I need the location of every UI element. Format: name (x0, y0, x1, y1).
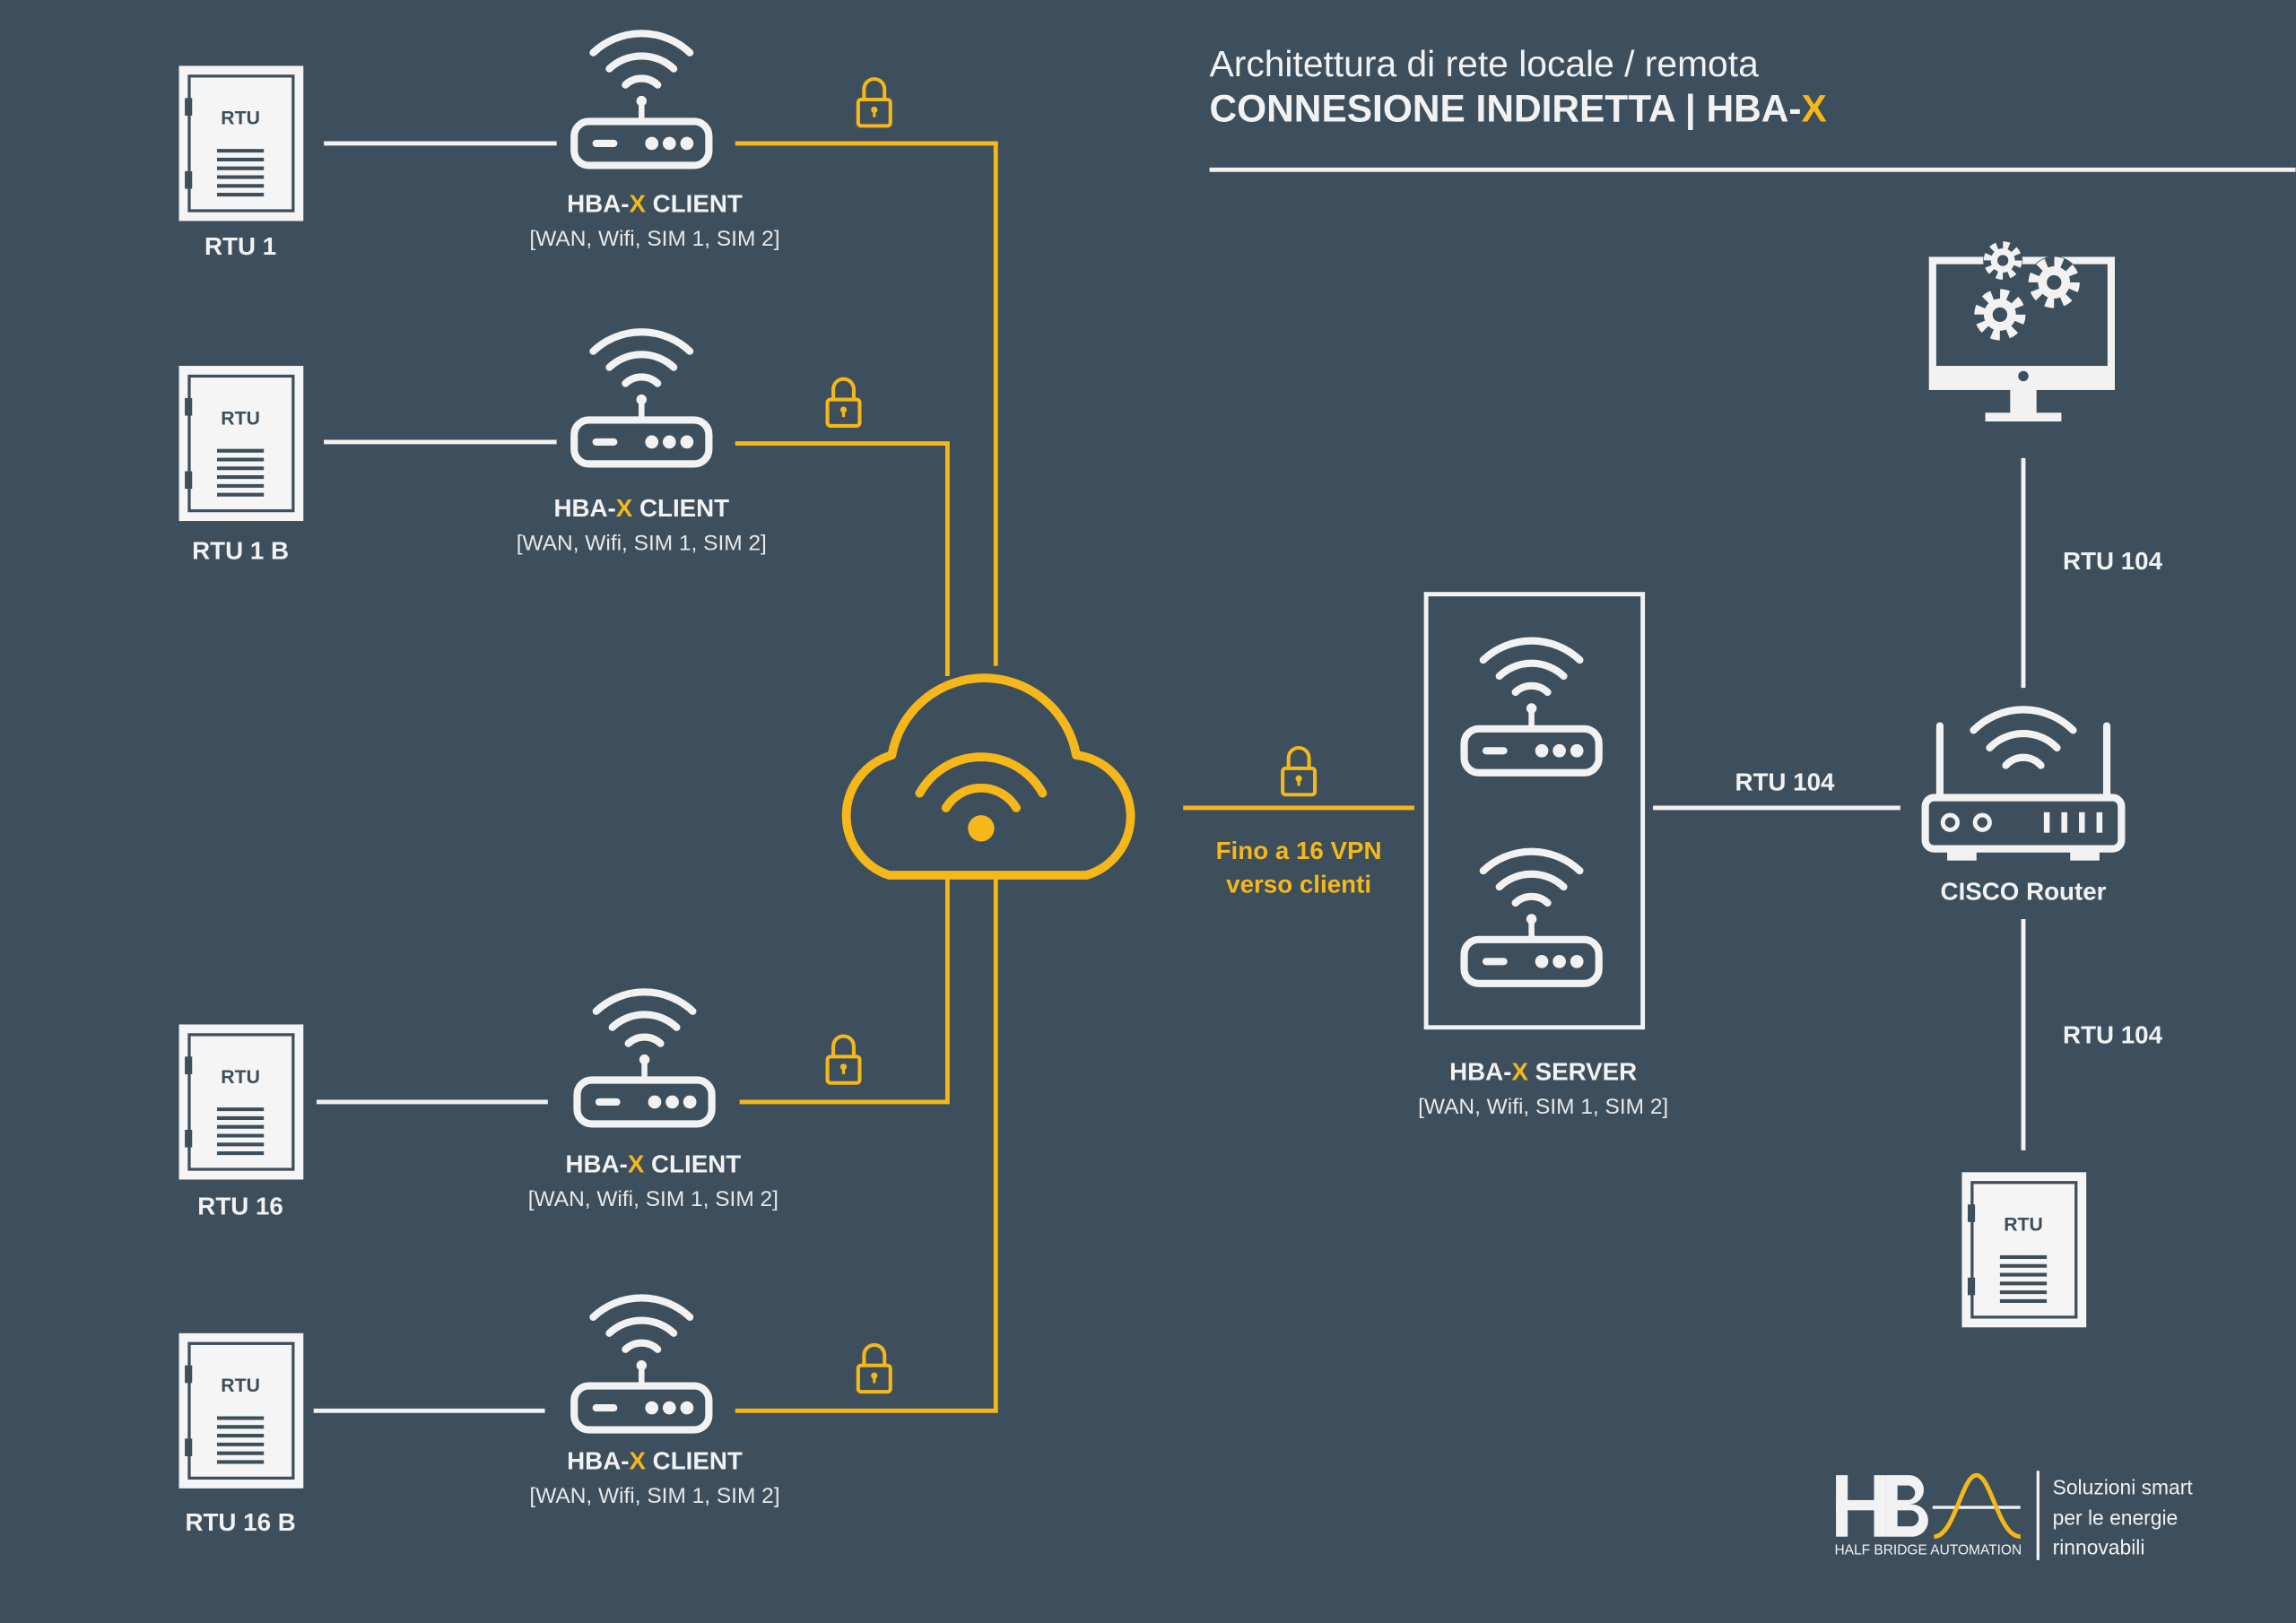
rtu-label: RTU 16 (197, 1193, 283, 1220)
logo-tagline-3: rinnovabili (2053, 1535, 2145, 1558)
client-interfaces: [WAN, Wifi, SIM 1, SIM 2] (529, 227, 779, 251)
client-label: HBA-X CLIENT (566, 1150, 742, 1177)
lock-icon (858, 79, 891, 126)
link-label-router-rtu: RTU 104 (2063, 1021, 2163, 1049)
hba-x-server[interactable]: HBA-X SERVER [WAN, Wifi, SIM 1, SIM 2] (1418, 592, 1668, 1119)
router-icon (1465, 852, 1599, 984)
client-interfaces: [WAN, Wifi, SIM 1, SIM 2] (517, 532, 767, 556)
client-label: HBA-X CLIENT (567, 190, 743, 218)
rtu-tag: RTU (221, 1067, 260, 1088)
vpn-link-client-4 (735, 874, 998, 1413)
hba-logo: HALF BRIDGE AUTOMATION Soluzioni smart p… (1834, 1471, 2193, 1560)
logo-tagline-2: per le energie (2053, 1506, 2179, 1530)
server-interfaces: [WAN, Wifi, SIM 1, SIM 2] (1418, 1095, 1668, 1119)
lock-icon (828, 379, 860, 426)
gear-icon (1983, 240, 2022, 280)
rtu-tag: RTU (221, 108, 260, 129)
hba-x-client-1[interactable]: HBA-X CLIENT [WAN, Wifi, SIM 1, SIM 2] (529, 33, 780, 251)
rtu-cabinet-icon (179, 366, 304, 521)
rtu-16[interactable]: RTU RTU 16 (179, 1024, 304, 1220)
lock-icon (1283, 748, 1315, 794)
rtu-1b[interactable]: RTU RTU 1 B (179, 366, 304, 564)
cloud-icon (841, 673, 1135, 880)
hba-x-client-3[interactable]: HBA-X CLIENT [WAN, Wifi, SIM 1, SIM 2] (528, 992, 778, 1211)
hba-x-client-4[interactable]: HBA-X CLIENT [WAN, Wifi, SIM 1, SIM 2] (529, 1298, 780, 1508)
vpn-note-line2: verso clienti (1226, 871, 1371, 898)
rtu-tag: RTU (2004, 1215, 2043, 1236)
header-title-accent: X (1802, 87, 1827, 129)
rtu-label: RTU 1 B (192, 536, 289, 564)
scada-workstation-icon[interactable] (1928, 240, 2116, 422)
logo-name: HALF BRIDGE AUTOMATION (1834, 1542, 2022, 1558)
logo-tagline-1: Soluzioni smart (2053, 1475, 2194, 1498)
cisco-router-label: CISCO Router (1941, 878, 2107, 906)
client-interfaces: [WAN, Wifi, SIM 1, SIM 2] (528, 1187, 778, 1211)
link-label-router-scada: RTU 104 (2063, 547, 2163, 575)
header-title: CONNESIONE INDIRETTA | HBA-X (1210, 87, 1827, 130)
router-icon (574, 1298, 709, 1429)
vpn-link-client-3 (739, 874, 950, 1105)
gear-icon (2028, 256, 2081, 309)
logo-mark (1836, 1475, 1928, 1537)
server-label: HBA-X SERVER (1449, 1057, 1637, 1085)
rtu-tag: RTU (221, 1376, 260, 1396)
rtu-cabinet-icon (179, 1024, 304, 1179)
link-label-server-router: RTU 104 (1735, 768, 1835, 795)
router-icon (577, 992, 711, 1124)
router-icon (574, 332, 709, 464)
rtu-cabinet-icon (179, 65, 304, 221)
vpn-link-client-1 (735, 141, 998, 666)
header-subtitle: Architettura di rete locale / remota (1210, 43, 1760, 84)
rtu-label: RTU 16 B (185, 1508, 295, 1536)
wifi-icon (915, 752, 1048, 812)
router-icon (574, 33, 709, 165)
hba-x-client-2[interactable]: HBA-X CLIENT [WAN, Wifi, SIM 1, SIM 2] (517, 332, 767, 556)
server-enclosure (1423, 592, 1646, 1030)
client-interfaces: [WAN, Wifi, SIM 1, SIM 2] (529, 1484, 779, 1508)
rtu-cabinet-icon (179, 1333, 304, 1488)
header-title-main: CONNESIONE INDIRETTA | HBA- (1210, 87, 1802, 130)
lock-icon (828, 1037, 860, 1083)
connections (313, 141, 2026, 1413)
rtu-tag: RTU (221, 408, 260, 429)
rtu-cabinet-icon (1961, 1172, 2086, 1327)
rtu-remote[interactable]: RTU (1961, 1172, 2086, 1327)
rtu-16b[interactable]: RTU RTU 16 B (179, 1333, 304, 1536)
vpn-link-client-2 (735, 441, 950, 677)
cisco-router[interactable]: CISCO Router (1921, 706, 2126, 906)
vpn-note-line1: Fino a 16 VPN (1216, 837, 1382, 864)
router-icon (1465, 641, 1599, 773)
rtu-1[interactable]: RTU RTU 1 (179, 65, 304, 260)
rtu-label: RTU 1 (204, 232, 276, 260)
client-label: HBA-X CLIENT (553, 494, 729, 522)
gear-icon (1974, 289, 2027, 342)
lock-icon (858, 1345, 891, 1392)
cisco-router-icon (1921, 706, 2126, 861)
client-label: HBA-X CLIENT (567, 1447, 743, 1475)
